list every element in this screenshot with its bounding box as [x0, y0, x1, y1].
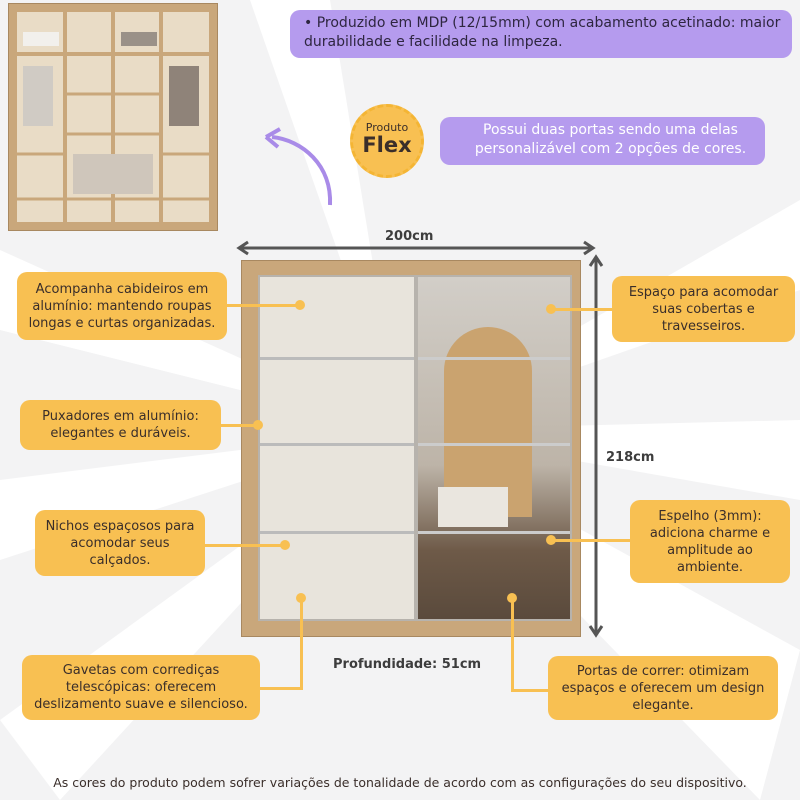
top-note-text: Produzido em MDP (12/15mm) com acabament… [304, 15, 781, 50]
badge-line2: Flex [362, 133, 412, 157]
callout-drawers: Gavetas com corrediças telescópicas: ofe… [22, 655, 260, 720]
footer-disclaimer: As cores do produto podem sofrer variaçõ… [53, 775, 747, 790]
wardrobe [241, 260, 581, 637]
flex-note: Possui duas portas sendo uma delas perso… [440, 117, 765, 165]
callout-mirror: Espelho (3mm): adiciona charme e amplitu… [630, 500, 790, 583]
depth-label: Profundidade: 51cm [333, 657, 482, 672]
bullet: • [304, 15, 317, 31]
callout-hangers: Acompanha cabideiros em alumínio: manten… [17, 272, 227, 340]
width-arrow [236, 240, 596, 256]
callout-space: Espaço para acomodar suas cobertas e tra… [612, 276, 795, 342]
open-wardrobe-thumbnail [8, 3, 218, 231]
mirror-door[interactable] [416, 275, 572, 621]
callout-handles: Puxadores em alumínio: elegantes e duráv… [20, 400, 221, 450]
width-label: 200cm [385, 229, 434, 244]
callout-sliding: Portas de correr: otimizam espaços e ofe… [548, 656, 778, 720]
left-door[interactable] [258, 275, 416, 621]
badge-line1: Produto [365, 121, 409, 134]
callout-niches: Nichos espaçosos para acomodar seus calç… [35, 510, 205, 576]
curved-arrow-icon [264, 127, 333, 206]
produto-flex-badge: Produto Flex [350, 104, 424, 178]
top-note: • Produzido em MDP (12/15mm) com acabame… [290, 10, 792, 58]
height-label: 218cm [606, 450, 655, 465]
height-arrow [588, 254, 604, 638]
